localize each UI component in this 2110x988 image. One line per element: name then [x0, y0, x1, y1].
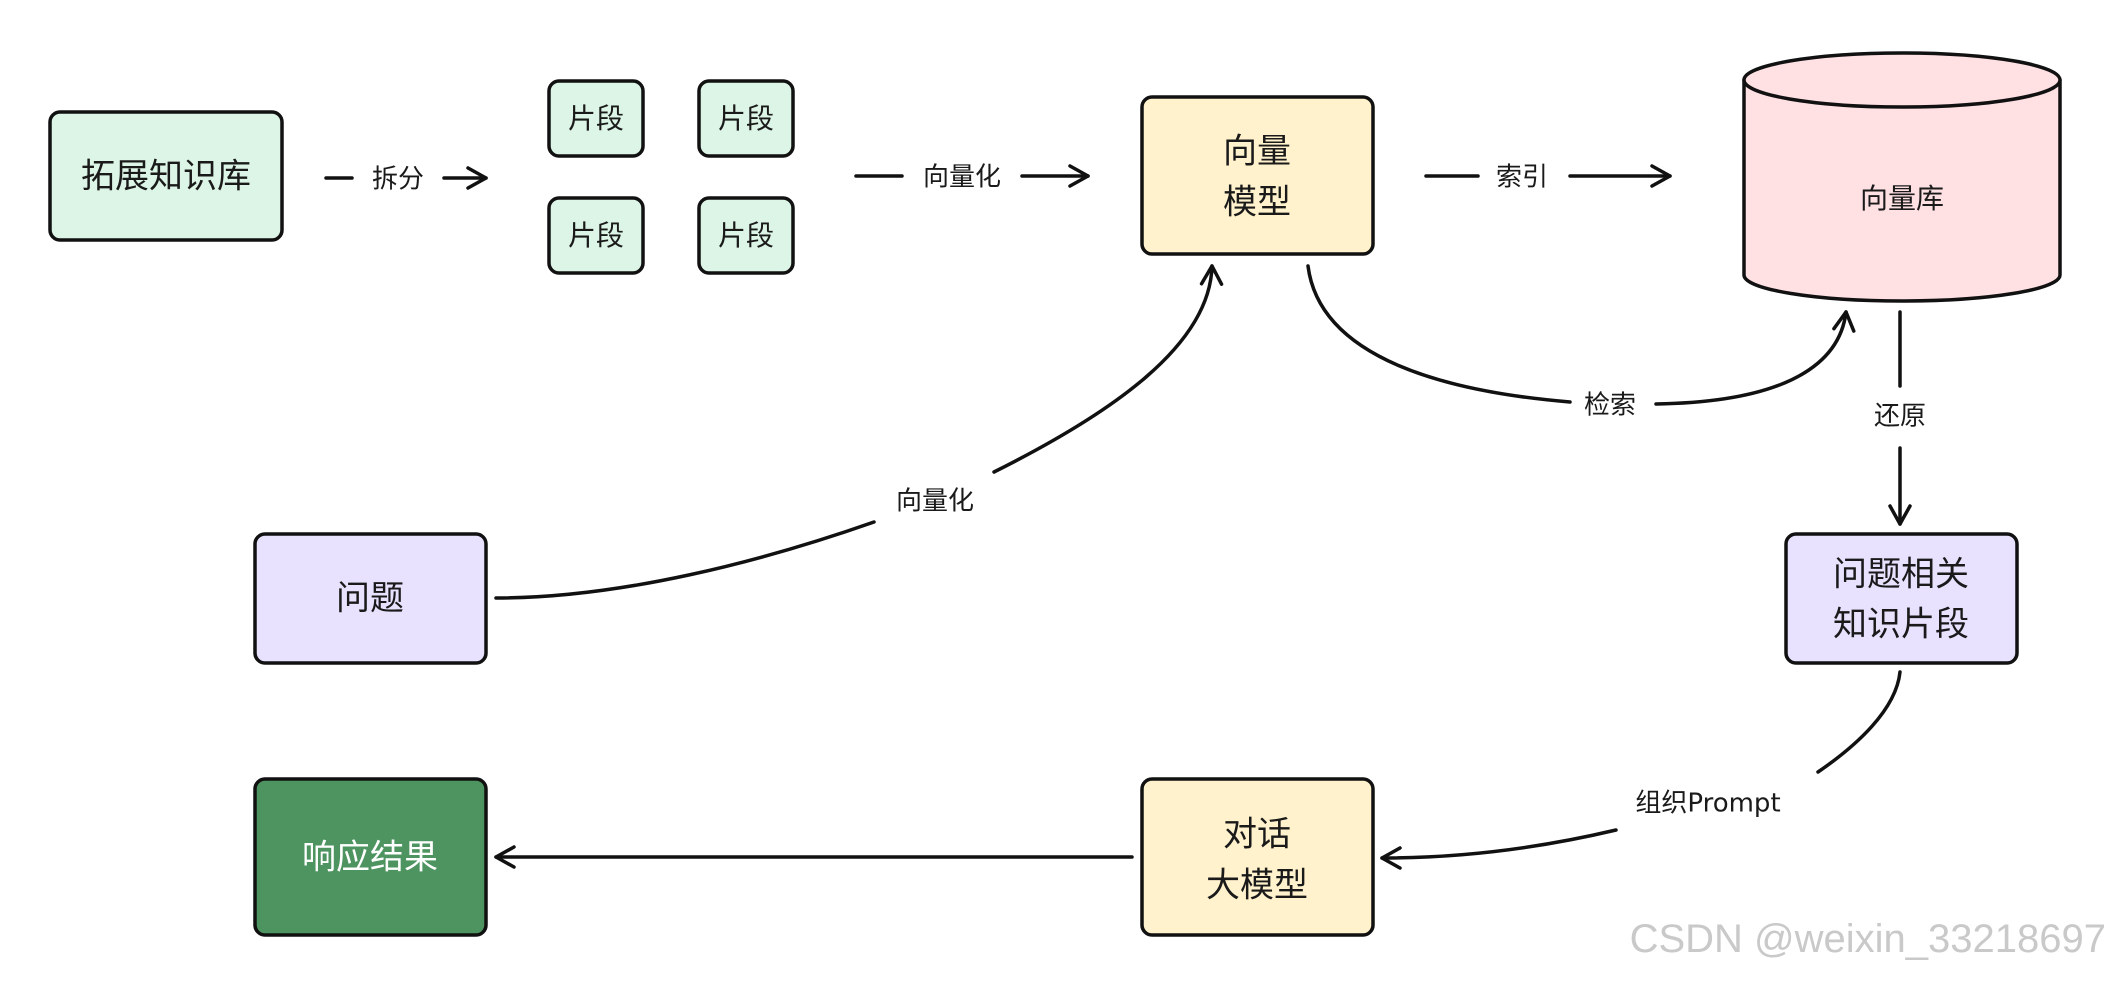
edge-retrieve-line-b [1654, 310, 1856, 406]
fragment-node-2: 片段 [697, 79, 795, 158]
response-node: 响应结果 [253, 777, 488, 937]
vector-database-label: 向量库 [1860, 182, 1944, 215]
fragment-label-2: 片段 [718, 102, 774, 135]
fragment-node-4: 片段 [697, 196, 795, 275]
edge-restore: 还原 [1874, 310, 1926, 526]
edge-split-label: 拆分 [372, 165, 424, 195]
fragment-label-4: 片段 [718, 219, 774, 252]
edge-vectorize-fragments: 向量化 [854, 163, 1090, 193]
chat-model-label-line1: 对话 [1223, 815, 1291, 855]
vector-database-node: 向量库 [1742, 51, 2062, 303]
question-node: 问题 [253, 532, 488, 665]
fragment-label-3: 片段 [568, 219, 624, 252]
edge-vectorize-question-label: 向量化 [896, 487, 974, 517]
edge-retrieve-line-a [1306, 264, 1572, 404]
question-label: 问题 [336, 579, 404, 619]
fragment-node-3: 片段 [547, 196, 645, 275]
knowledge-base-node: 拓展知识库 [48, 110, 284, 242]
edge-retrieve: 检索 [1306, 264, 1856, 421]
edge-split: 拆分 [324, 165, 488, 195]
csdn-watermark: CSDN @weixin_33218697 [1629, 917, 2106, 961]
edge-vectorize-question-line-a [494, 520, 876, 600]
chat-model-node: 对话 大模型 [1140, 777, 1375, 937]
fragment-label-1: 片段 [568, 102, 624, 135]
edge-organize-prompt-line-a [1816, 670, 1902, 774]
vector-model-label-line2: 模型 [1223, 183, 1291, 223]
knowledge-base-label: 拓展知识库 [81, 157, 251, 197]
edge-organize-prompt-line-b [1380, 828, 1618, 870]
edge-vectorize-question: 向量化 [494, 264, 1224, 600]
related-fragments-label-line2: 知识片段 [1833, 605, 1969, 645]
related-fragments-label-line1: 问题相关 [1833, 555, 1969, 595]
edge-vectorize-question-line-b [992, 264, 1224, 474]
edge-index-label: 索引 [1496, 163, 1548, 193]
vector-model-node: 向量 模型 [1140, 95, 1375, 256]
edge-vectorize-fragments-label: 向量化 [923, 163, 1001, 193]
edge-retrieve-label: 检索 [1584, 391, 1636, 421]
response-label: 响应结果 [302, 838, 438, 878]
edge-index: 索引 [1424, 163, 1672, 193]
edge-organize-prompt: 组织Prompt [1380, 670, 1902, 870]
chat-model-label-line2: 大模型 [1206, 866, 1308, 906]
fragment-node-1: 片段 [547, 79, 645, 158]
edge-restore-label: 还原 [1874, 402, 1926, 432]
vector-model-label-line1: 向量 [1223, 132, 1291, 172]
edge-organize-prompt-label: 组织Prompt [1635, 789, 1780, 819]
related-fragments-node: 问题相关 知识片段 [1784, 532, 2019, 665]
